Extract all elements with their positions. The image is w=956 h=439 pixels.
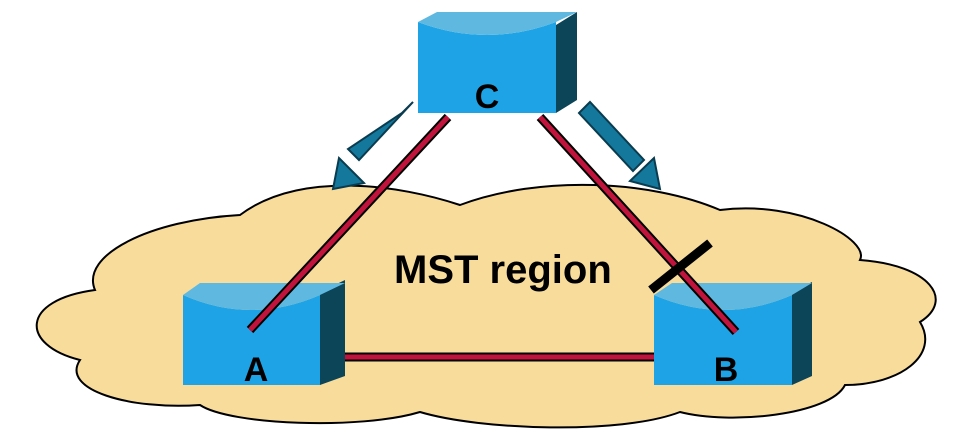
switch-c: C bbox=[418, 12, 577, 116]
blocked-port-icon bbox=[648, 239, 713, 294]
switch-a: A bbox=[183, 280, 345, 389]
switch-b: B bbox=[654, 282, 812, 389]
bpdu-arrow-left bbox=[331, 101, 414, 191]
switch-b-label: B bbox=[714, 351, 739, 389]
mst-region-label: MST region bbox=[394, 248, 612, 292]
switch-a-label: A bbox=[244, 351, 269, 389]
bpdu-arrow-right bbox=[577, 100, 662, 191]
link-c-b-fill bbox=[538, 115, 738, 334]
link-c-a-fill bbox=[248, 115, 450, 332]
switch-c-label: C bbox=[475, 78, 500, 116]
